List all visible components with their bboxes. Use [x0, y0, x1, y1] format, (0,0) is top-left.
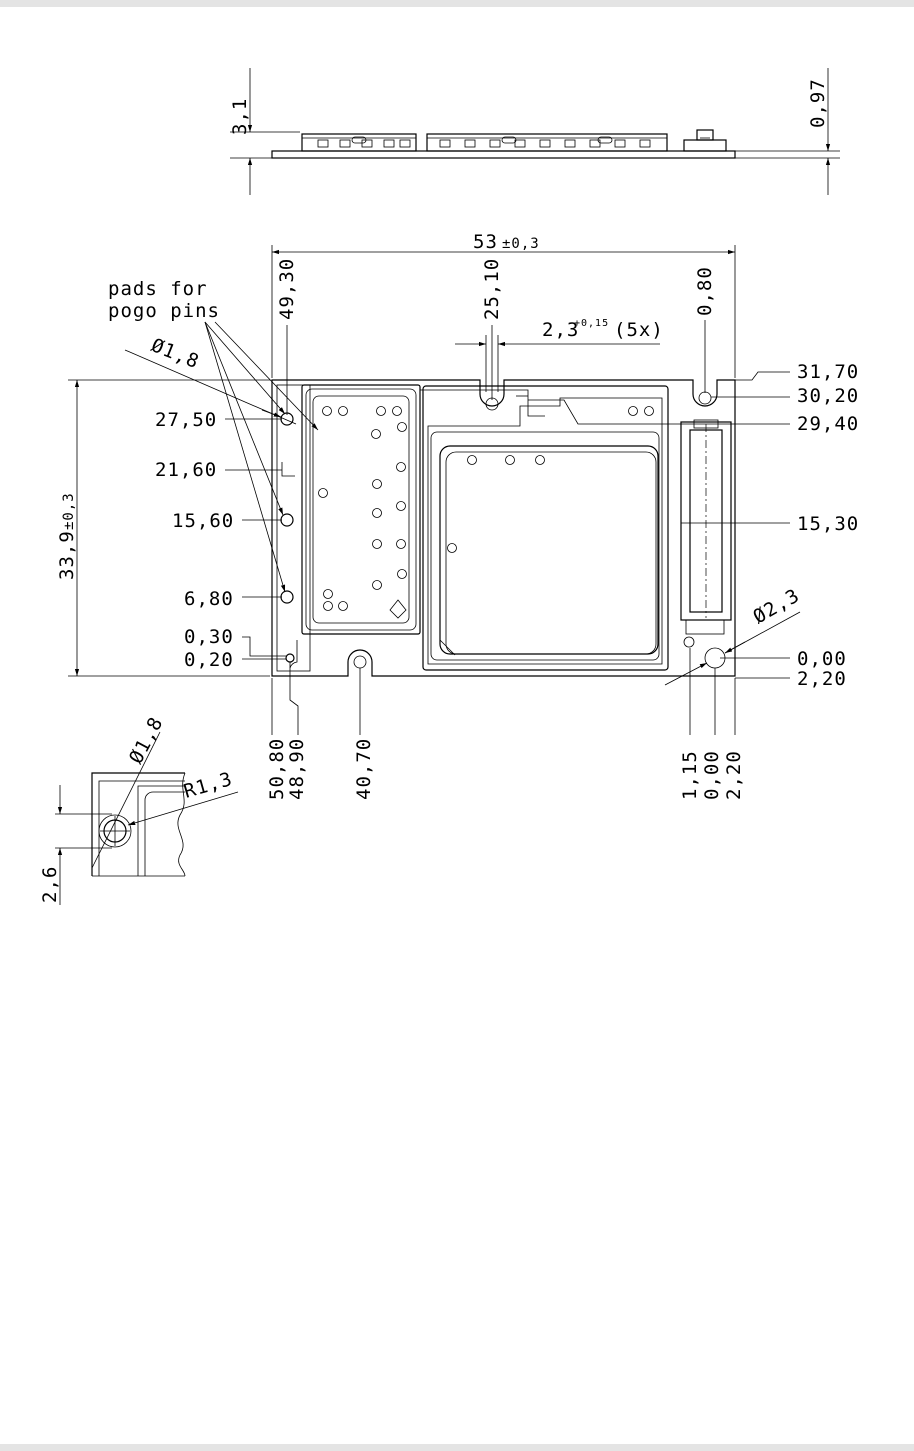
pogo-note-line2: pogo pins	[108, 300, 220, 322]
bottom-gray-bar	[0, 1444, 914, 1451]
y-label-2-20: 2,20	[797, 668, 847, 690]
side-pcb-thickness-label: 0,97	[807, 78, 829, 128]
side-height-label: 3,1	[229, 98, 251, 135]
x-label-0-80: 0,80	[694, 266, 716, 316]
y-label-27-50: 27,50	[155, 409, 217, 431]
x-label-25-10: 25,10	[481, 258, 503, 320]
y-label-0-30: 0,30	[184, 626, 234, 648]
x-label-0-00: 0,00	[701, 750, 723, 800]
y-label-21-60: 21,60	[155, 459, 217, 481]
pogo-pad-diameter: Ø1,8	[148, 334, 202, 373]
detail-pad-diameter: Ø1,8	[125, 713, 168, 767]
x-label-2-20: 2,20	[723, 750, 745, 800]
y-label-6-80: 6,80	[184, 588, 234, 610]
detail-view: Ø1,8 R1,3 2,6	[39, 713, 238, 905]
slot-count-label: (5x)	[614, 319, 664, 341]
y-label-15-30: 15,30	[797, 513, 859, 535]
y-label-30-20: 30,20	[797, 385, 859, 407]
x-label-40-70: 40,70	[353, 738, 375, 800]
x-label-48-90: 48,90	[286, 738, 308, 800]
board-width-label: 53	[473, 231, 498, 253]
board-width-tolerance: ±0,3	[502, 236, 540, 252]
y-label-29-40: 29,40	[797, 413, 859, 435]
x-label-1-15: 1,15	[679, 750, 701, 800]
y-label-15-60: 15,60	[172, 510, 234, 532]
y-label-0-00: 0,00	[797, 648, 847, 670]
top-view: 53 ±0,3 33,9 ±0,3 pads for pogo pins Ø1,…	[56, 231, 859, 800]
board-height-tolerance: ±0,3	[61, 492, 77, 530]
detail-height-label: 2,6	[39, 866, 61, 903]
board-height-label: 33,9	[56, 530, 78, 580]
x-label-50-80: 50,80	[266, 738, 288, 800]
y-label-0-20: 0,20	[184, 649, 234, 671]
side-view: 3,1 0,97	[229, 68, 840, 195]
x-label-49-30: 49,30	[276, 258, 298, 320]
slot-width-tolerance: +0,15	[574, 318, 609, 329]
pogo-note-line1: pads for	[108, 278, 208, 300]
hole-diameter-label: Ø2,3	[750, 584, 804, 628]
detail-radius-label: R1,3	[181, 768, 235, 803]
y-label-31-70: 31,70	[797, 361, 859, 383]
